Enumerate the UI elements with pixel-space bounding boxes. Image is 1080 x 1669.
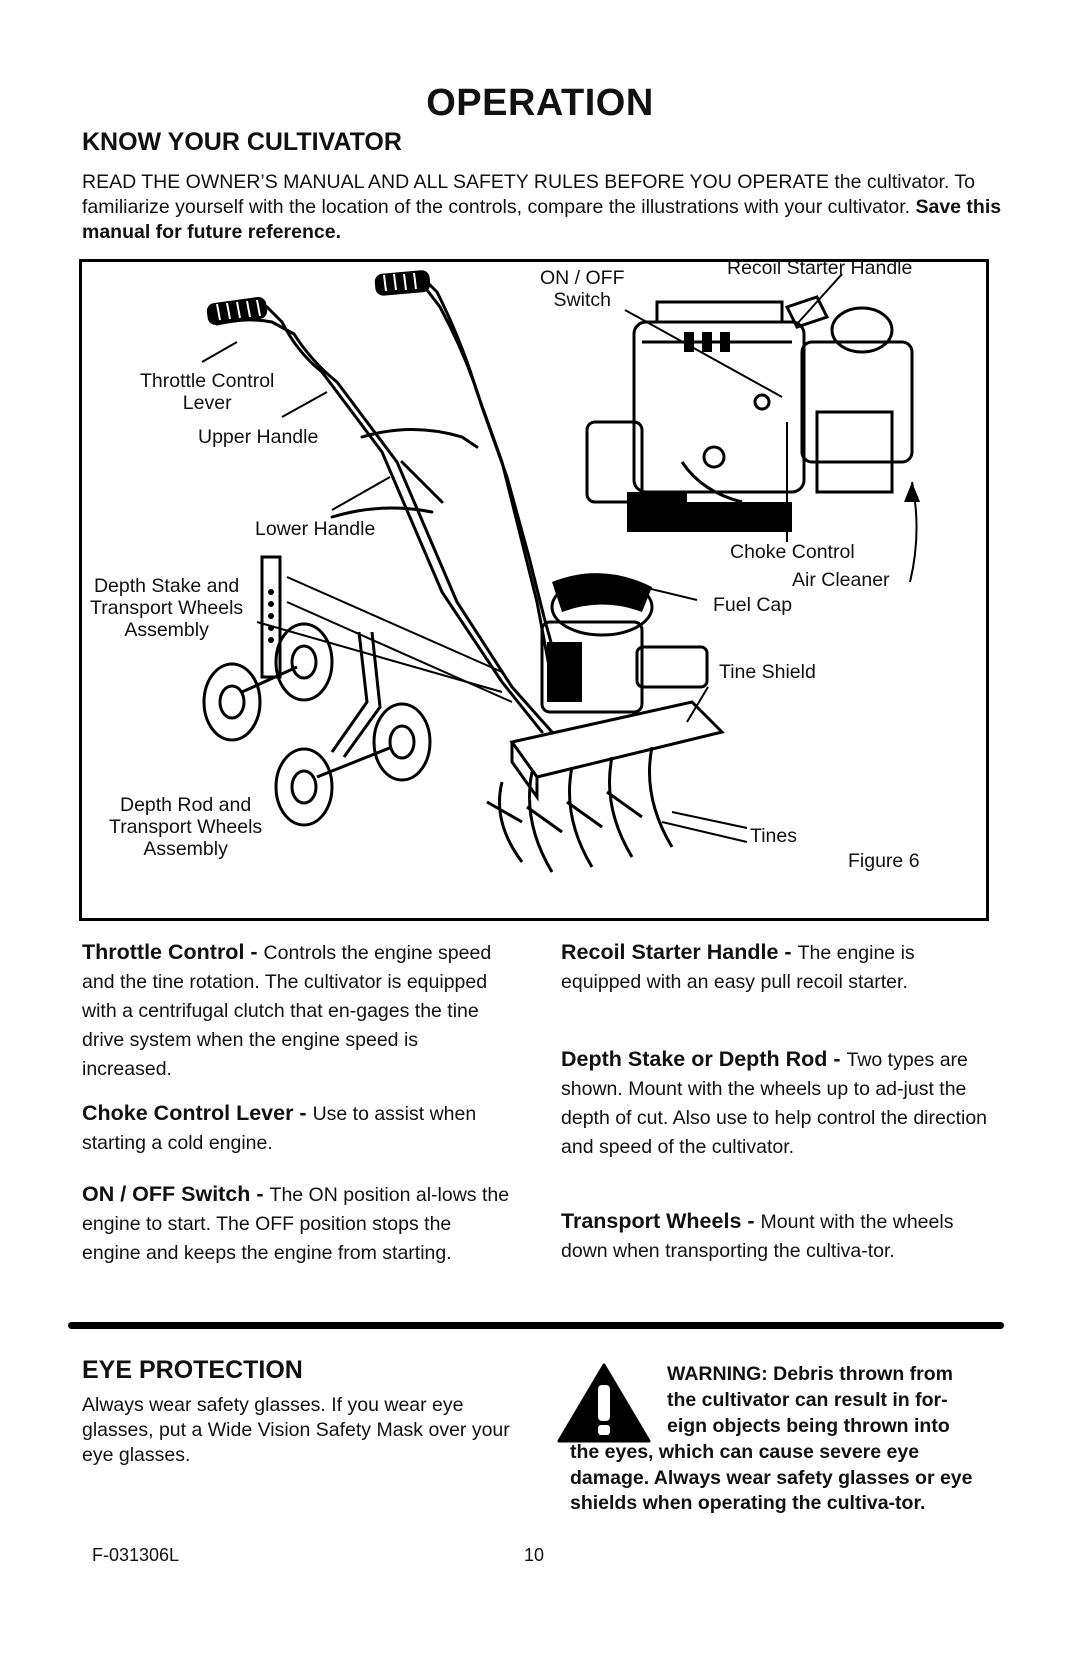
label-air-cleaner: Air Cleaner <box>792 569 890 591</box>
desc-recoil-head: Recoil Starter Handle - <box>561 940 798 964</box>
intro-bold-text: Save this manual for future reference. <box>82 196 1002 243</box>
desc-transport-body: Mount with the wheels down when transpor… <box>561 1211 954 1262</box>
figure-caption: Figure 6 <box>848 850 920 872</box>
desc-throttle-body: Controls the engine speed and the tine r… <box>82 942 492 1080</box>
desc-recoil-body: The engine is equipped with an easy pull… <box>561 942 915 993</box>
section-title-know-your-cultivator: KNOW YOUR CULTIVATOR <box>82 128 402 156</box>
desc-transport-head: Transport Wheels - <box>561 1209 761 1233</box>
label-throttle-control-lever: Throttle Control Lever <box>140 370 274 414</box>
warning-body: the eyes, which can cause severe eye dam… <box>570 1441 973 1514</box>
desc-transport-wheels: Transport Wheels - Mount with the wheels… <box>561 1207 991 1266</box>
desc-recoil-starter-handle: Recoil Starter Handle - The engine is eq… <box>561 938 991 997</box>
intro-paragraph: READ THE OWNER’S MANUAL AND ALL SAFETY R… <box>82 170 1002 245</box>
warning-triangle-icon <box>557 1363 651 1443</box>
page-title: OPERATION <box>426 82 654 124</box>
warning-line-3: eign objects being thrown into <box>667 1415 950 1437</box>
label-depth-stake-assembly: Depth Stake and Transport Wheels Assembl… <box>90 575 243 641</box>
label-depth-rod-assembly: Depth Rod and Transport Wheels Assembly <box>109 794 262 860</box>
label-fuel-cap: Fuel Cap <box>713 594 793 616</box>
label-on-off-switch: ON / OFF Switch <box>540 267 625 311</box>
label-depth-stake-line3: Assembly <box>124 619 209 641</box>
label-depth-stake-line1: Depth Stake and <box>93 575 240 597</box>
label-tines: Tines <box>750 825 797 847</box>
label-depth-stake-line2: Transport Wheels <box>90 597 244 619</box>
desc-throttle-head: Throttle Control - <box>82 940 264 964</box>
section-divider <box>68 1322 1004 1329</box>
section-title-eye-protection: EYE PROTECTION <box>82 1356 303 1384</box>
desc-onoff-head: ON / OFF Switch - <box>82 1182 270 1206</box>
label-tine-shield: Tine Shield <box>719 661 816 683</box>
desc-depth-head: Depth Stake or Depth Rod - <box>561 1047 847 1071</box>
label-throttle-line2: Lever <box>182 392 232 414</box>
intro-text: READ THE OWNER’S MANUAL AND ALL SAFETY R… <box>82 171 975 218</box>
label-depth-rod-line3: Assembly <box>143 838 228 860</box>
document-code: F-031306L <box>92 1545 180 1565</box>
label-upper-handle: Upper Handle <box>198 426 319 448</box>
desc-on-off-switch: ON / OFF Switch - The ON position al-low… <box>82 1180 512 1268</box>
cultivator-illustration <box>201 270 920 873</box>
label-lower-handle: Lower Handle <box>255 518 376 540</box>
warning-line-1: WARNING: Debris thrown from <box>667 1363 953 1385</box>
label-throttle-line1: Throttle Control <box>140 370 275 392</box>
desc-choke-head: Choke Control Lever - <box>82 1101 313 1125</box>
page-number: 10 <box>524 1545 545 1565</box>
eye-protection-text: Always wear safety glasses. If you wear … <box>82 1394 510 1466</box>
desc-onoff-body: The ON position al-lows the engine to st… <box>82 1184 510 1264</box>
desc-choke-body: Use to assist when starting a cold engin… <box>82 1103 477 1154</box>
desc-depth-stake-rod: Depth Stake or Depth Rod - Two types are… <box>561 1045 991 1162</box>
label-on-off-line2: Switch <box>553 289 611 311</box>
label-recoil-starter-handle: Recoil Starter Handle <box>727 257 913 279</box>
label-depth-rod-line1: Depth Rod and <box>119 794 252 816</box>
warning-line-2: the cultivator can result in for- <box>667 1389 948 1411</box>
label-depth-rod-line2: Transport Wheels <box>109 816 263 838</box>
desc-depth-body: Two types are shown. Mount with the whee… <box>561 1049 988 1158</box>
desc-choke-control-lever: Choke Control Lever - Use to assist when… <box>82 1099 512 1158</box>
label-choke-control: Choke Control <box>730 541 855 563</box>
label-on-off-line1: ON / OFF <box>540 267 625 289</box>
figure-6-box: ON / OFF Switch Recoil Starter Handle Th… <box>79 257 989 921</box>
desc-throttle-control: Throttle Control - Controls the engine s… <box>82 938 512 1084</box>
